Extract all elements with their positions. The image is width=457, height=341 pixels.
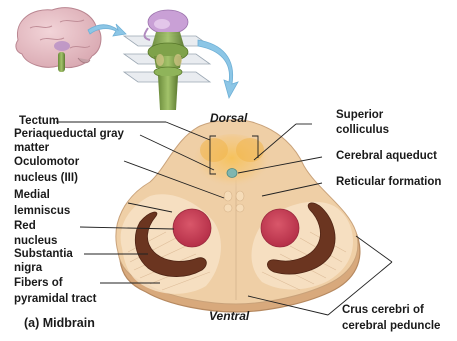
cerebral-aqueduct	[227, 169, 237, 178]
dorsal-label: Dorsal	[210, 111, 247, 125]
label-crus-1: Crus cerebri of	[342, 304, 424, 317]
label-reticular-formation: Reticular formation	[336, 176, 441, 189]
label-fibers-2: pyramidal tract	[14, 293, 96, 306]
label-periaqueductal-1: Periaqueductal gray	[14, 128, 124, 141]
oculomotor-nucleus	[224, 191, 232, 201]
label-substantia-1: Substantia	[14, 248, 73, 261]
brainstem-sections	[124, 10, 210, 110]
ventral-label: Ventral	[209, 309, 249, 323]
brain-thumbnail	[16, 8, 101, 72]
red-nucleus-left	[173, 209, 211, 247]
label-superior-1: Superior	[336, 109, 383, 122]
label-crus-2: cerebral peduncle	[342, 320, 440, 333]
label-fibers-1: Fibers of	[14, 277, 63, 290]
label-red-2: nucleus	[14, 235, 57, 248]
label-medial-1: Medial	[14, 189, 50, 202]
figure-caption: (a) Midbrain	[24, 316, 95, 330]
label-cerebral-aqueduct: Cerebral aqueduct	[336, 150, 437, 163]
label-tectum: Tectum	[19, 115, 59, 128]
label-substantia-2: nigra	[14, 262, 42, 275]
label-oculomotor-1: Oculomotor	[14, 156, 79, 169]
label-oculomotor-2: nucleus (III)	[14, 172, 78, 185]
section-arrow	[198, 40, 238, 98]
label-red-1: Red	[14, 220, 36, 233]
label-medial-2: lemniscus	[14, 205, 70, 218]
label-superior-2: colliculus	[336, 124, 389, 137]
label-periaqueductal-2: matter	[14, 142, 49, 155]
red-nucleus-right	[261, 209, 299, 247]
